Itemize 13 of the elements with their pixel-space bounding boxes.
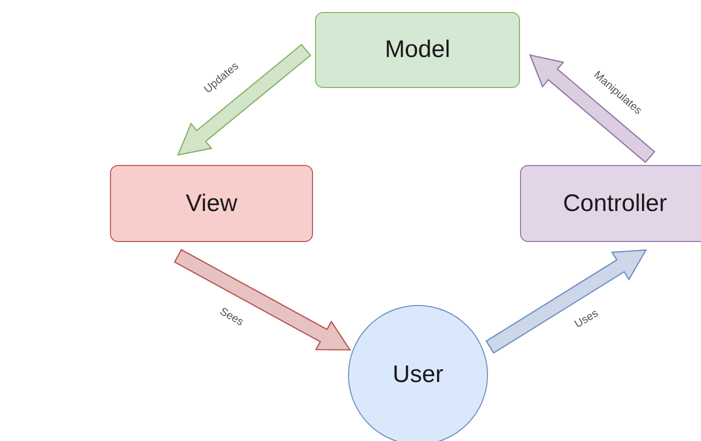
node-label: Model — [384, 36, 450, 64]
block-arrow — [174, 248, 352, 351]
edge-label: Uses — [573, 307, 601, 331]
node-label: View — [186, 190, 238, 218]
node-label: User — [392, 361, 444, 389]
component-box — [315, 12, 520, 88]
block-arrow — [529, 54, 656, 164]
edge-label: Sees — [218, 305, 246, 328]
component-box — [520, 165, 701, 242]
block-arrow — [485, 249, 648, 354]
block-arrow — [177, 44, 312, 156]
node-label: Controller — [562, 190, 668, 218]
component-box — [110, 165, 313, 242]
